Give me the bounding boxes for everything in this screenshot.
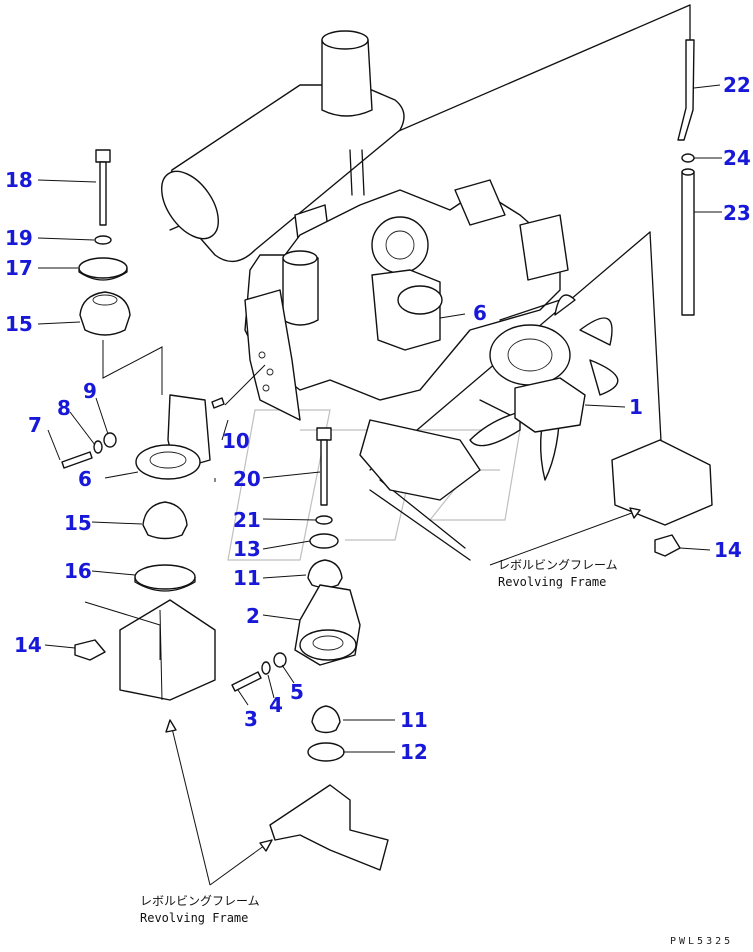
right-frame-parts [611, 439, 713, 557]
callout-23: 23 [723, 201, 751, 225]
callout-16: 16 [64, 559, 92, 583]
callout-14-left: 14 [14, 633, 42, 657]
callout-6-left: 6 [78, 467, 92, 491]
callout-13: 13 [233, 537, 261, 561]
callout-11-lower: 11 [400, 708, 428, 732]
frame-label-right: レボルビングフレーム Revolving Frame [498, 557, 618, 591]
callout-4: 4 [269, 693, 283, 717]
leader-lines [37, 84, 722, 886]
callout-24: 24 [723, 146, 751, 170]
callout-19: 19 [5, 226, 33, 250]
callout-9: 9 [83, 379, 97, 403]
frame-label-right-en: Revolving Frame [498, 575, 607, 589]
callout-12: 12 [400, 740, 428, 764]
callout-3: 3 [244, 707, 258, 731]
callout-20: 20 [233, 467, 261, 491]
callout-15-upper: 15 [5, 312, 33, 336]
callout-1: 1 [629, 395, 643, 419]
callout-8: 8 [57, 396, 71, 420]
frame-label-right-jp: レボルビングフレーム [498, 558, 618, 572]
callout-5: 5 [290, 680, 304, 704]
callout-6-right: 6 [473, 301, 487, 325]
drawing-code: PWL5325 [670, 936, 734, 947]
callout-21: 21 [233, 508, 261, 532]
left-mount-parts [61, 149, 225, 701]
callout-18: 18 [5, 168, 33, 192]
dipstick-parts [677, 39, 695, 316]
center-mount-parts [231, 427, 389, 871]
engine-assembly [161, 30, 619, 501]
callout-15-lower: 15 [64, 511, 92, 535]
frame-label-bottom-en: Revolving Frame [140, 911, 249, 925]
callout-7: 7 [28, 413, 42, 437]
callout-11-upper: 11 [233, 566, 261, 590]
callout-2: 2 [246, 604, 260, 628]
callout-14-right: 14 [714, 538, 742, 562]
callout-22: 22 [723, 73, 751, 97]
frame-label-bottom-jp: レボルビングフレーム [140, 894, 260, 908]
callout-10: 10 [222, 429, 250, 453]
frame-label-bottom: レボルビングフレーム Revolving Frame [140, 893, 260, 927]
callout-17: 17 [5, 256, 33, 280]
